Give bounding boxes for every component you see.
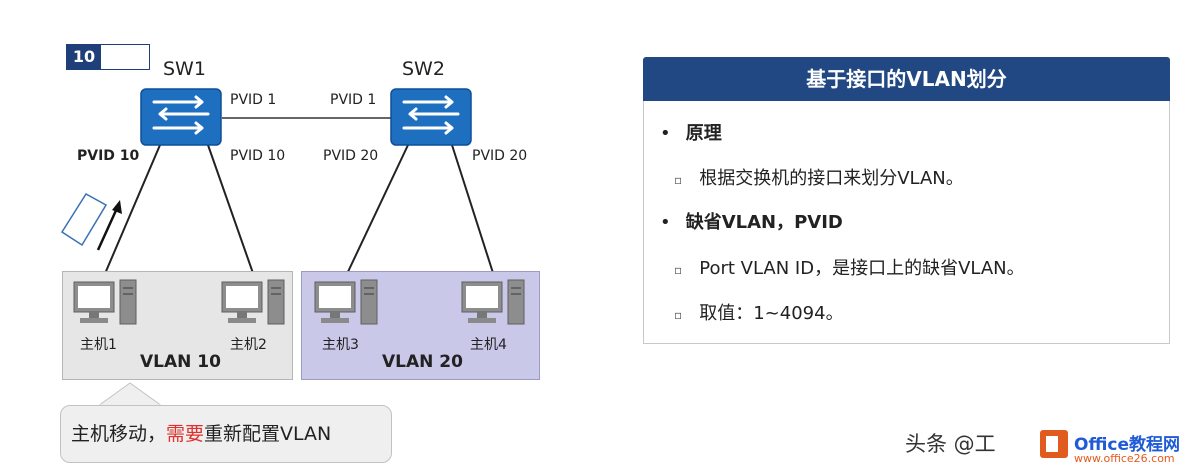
principle-item-text: 根据交换机的接口来划分VLAN。	[699, 168, 964, 189]
bullet-dot: •	[660, 123, 671, 144]
watermark-brand: Office教程网	[1074, 435, 1181, 455]
move-arrow-icon	[96, 205, 120, 251]
port-label-sw2-left: PVID 20	[323, 148, 379, 164]
host3-label: 主机3	[322, 337, 359, 353]
switch-sw1-label: SW1	[163, 58, 206, 80]
section-default-vlan-heading: 缺省VLAN，PVID	[685, 212, 843, 233]
moving-host-sketch-icon	[60, 193, 108, 247]
vlan10-label: VLAN 10	[140, 352, 221, 372]
frame-number: 10	[67, 45, 101, 69]
switch-sw2-label: SW2	[402, 58, 445, 80]
pvid-range-text: 取值：1~4094。	[699, 303, 844, 324]
watermark-url: www.office26.com	[1074, 452, 1175, 465]
port-label-sw1-right: PVID 10	[230, 148, 286, 164]
section-principle: • 原理	[660, 119, 722, 145]
host2-computer-icon[interactable]	[220, 278, 290, 332]
host4-label: 主机4	[470, 337, 507, 353]
panel-title: 基于接口的VLAN划分	[643, 57, 1170, 101]
switch-sw2-icon[interactable]	[390, 88, 472, 146]
move-arrowhead-icon	[112, 200, 122, 214]
port-label-sw1-trunk: PVID 1	[230, 92, 277, 108]
port-label-sw2-trunk: PVID 1	[330, 92, 377, 108]
port-label-sw2-right: PVID 20	[472, 148, 528, 164]
sub-bullet-square-icon: ▫	[674, 173, 683, 187]
callout-highlight: 需要	[166, 423, 205, 445]
network-links	[60, 117, 495, 277]
link-sw2-host3	[345, 144, 409, 277]
frame-number-tag: 10	[66, 44, 150, 70]
host3-computer-icon[interactable]	[313, 278, 383, 332]
watermark-text: 头条 @工	[905, 432, 996, 456]
section-default-vlan-item-1: ▫ Port VLAN ID，是接口上的缺省VLAN。	[674, 254, 1025, 280]
section-default-vlan-item-2: ▫ 取值：1~4094。	[674, 299, 844, 325]
host1-computer-icon[interactable]	[72, 278, 142, 332]
callout-prefix: 主机移动，	[71, 423, 167, 445]
link-sw2-host4	[451, 144, 495, 277]
pvid-definition-text: Port VLAN ID，是接口上的缺省VLAN。	[699, 258, 1025, 279]
bullet-dot: •	[660, 212, 671, 233]
link-sw1-host2	[207, 144, 255, 277]
link-sw1-host1	[103, 144, 161, 277]
section-default-vlan: • 缺省VLAN，PVID	[660, 208, 843, 234]
vlan20-label: VLAN 20	[382, 352, 463, 372]
host1-label: 主机1	[80, 337, 117, 353]
panel-body: • 原理 ▫ 根据交换机的接口来划分VLAN。 • 缺省VLAN，PVID ▫ …	[643, 101, 1170, 344]
host4-computer-icon[interactable]	[460, 278, 530, 332]
sub-bullet-square-icon: ▫	[674, 308, 683, 322]
switch-sw1-icon[interactable]	[140, 88, 222, 146]
callout-suffix: 重新配置VLAN	[204, 423, 332, 445]
host2-label: 主机2	[230, 337, 267, 353]
callout-host-move-note: 主机移动，需要重新配置VLAN	[60, 405, 392, 463]
office-logo-icon	[1040, 430, 1068, 458]
port-label-sw1-left: PVID 10	[77, 148, 140, 164]
section-principle-heading: 原理	[685, 123, 722, 144]
section-principle-item: ▫ 根据交换机的接口来划分VLAN。	[674, 164, 964, 190]
callout-pointer	[96, 382, 164, 407]
sub-bullet-square-icon: ▫	[674, 263, 683, 277]
